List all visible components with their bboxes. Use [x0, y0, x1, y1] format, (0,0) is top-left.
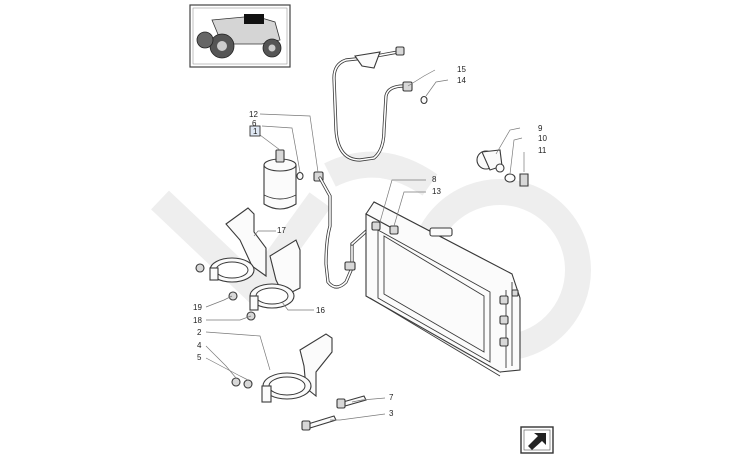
lower-bracket [231, 333, 367, 431]
callout-11: 11 [538, 146, 547, 155]
callout-14: 14 [457, 76, 466, 85]
tractor-thumbnail-icon[interactable] [189, 4, 291, 68]
condenser [365, 201, 521, 377]
callout-7: 7 [389, 393, 394, 402]
callout-12: 12 [249, 110, 258, 119]
callout-4: 4 [197, 341, 202, 350]
callout-5: 5 [197, 353, 202, 362]
callout-numbers: 15 14 12 6 1 9 10 11 8 13 17 16 19 18 2 … [193, 65, 547, 418]
callout-6: 6 [252, 119, 257, 128]
callout-16: 16 [316, 306, 325, 315]
callout-8: 8 [432, 175, 437, 184]
callout-18: 18 [193, 316, 202, 325]
upper-hose [332, 46, 428, 162]
next-page-arrow-icon[interactable] [520, 426, 554, 454]
clamp-right [246, 283, 295, 321]
callout-1-box [249, 125, 261, 137]
callout-17: 17 [277, 226, 286, 235]
callout-1: 1 [253, 127, 258, 136]
condenser-fittings [371, 221, 519, 347]
callout-13: 13 [432, 187, 441, 196]
callout-3: 3 [389, 409, 394, 418]
pressure-valve [476, 149, 529, 187]
callout-19: 19 [193, 303, 202, 312]
callout-2: 2 [197, 328, 202, 337]
clamp-left [195, 257, 255, 301]
callout-10: 10 [538, 134, 547, 143]
callout-15: 15 [457, 65, 466, 74]
upper-bracket [225, 207, 301, 297]
condenser-pipe [318, 176, 374, 289]
callout-9: 9 [538, 124, 543, 133]
receiver-drier [263, 149, 324, 210]
